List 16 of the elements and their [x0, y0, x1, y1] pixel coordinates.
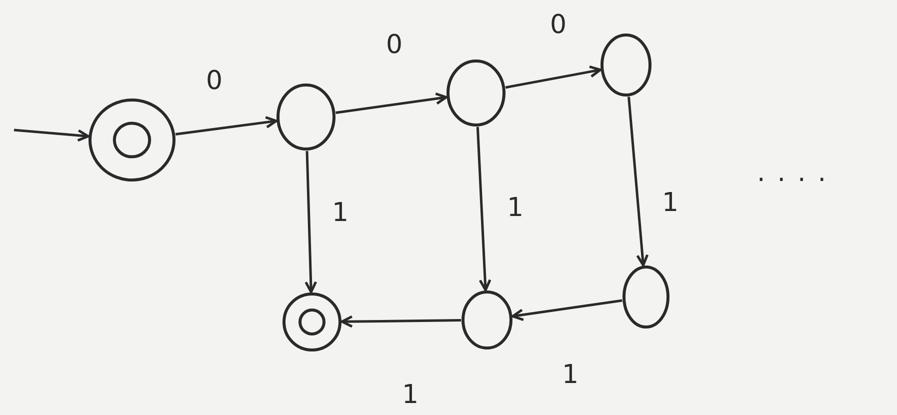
double-circle-state [88, 98, 176, 182]
arrow [336, 92, 448, 114]
state-circle [600, 33, 652, 97]
double-circle-state [282, 292, 342, 352]
state-circle [446, 59, 506, 127]
arrow [340, 315, 462, 328]
state-circle [276, 83, 336, 151]
arrow [175, 116, 278, 136]
state-circle [622, 265, 670, 329]
arrow [14, 128, 90, 142]
arrow [505, 65, 602, 89]
arrow [476, 126, 492, 292]
arrow [304, 150, 318, 294]
state-circle [461, 290, 513, 350]
arrow [628, 96, 649, 266]
arrow [512, 299, 622, 322]
